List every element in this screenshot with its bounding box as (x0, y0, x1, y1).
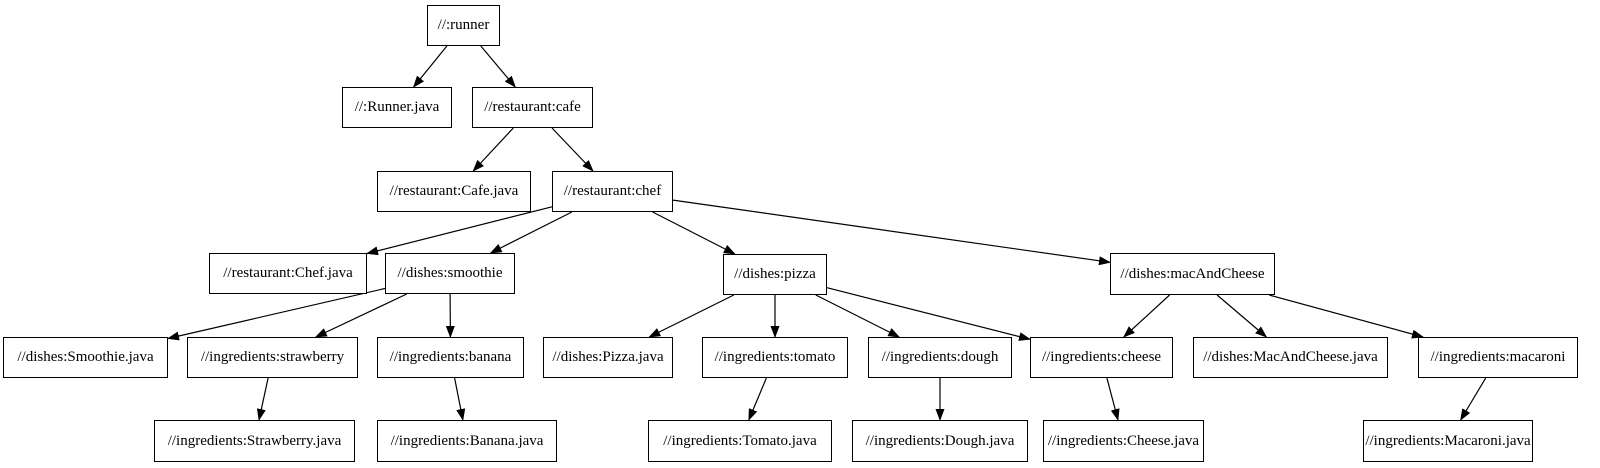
edge-cafe-to-cafe-java (472, 127, 514, 172)
edge-banana-to-banana-java (454, 377, 466, 421)
graph-node-banana-java: //ingredients:Banana.java (377, 420, 557, 462)
edge-group (167, 45, 1487, 421)
graph-node-macaroni: //ingredients:macaroni (1418, 337, 1578, 378)
graph-node-cafe-java: //restaurant:Cafe.java (377, 171, 531, 212)
edge-smoothie-to-smoothie-java (167, 287, 386, 341)
edge-cafe-to-chef (551, 127, 594, 172)
edge-chef-to-mac-and-cheese (672, 199, 1111, 266)
edge-mac-and-cheese-to-macaroni (1269, 294, 1424, 339)
graph-node-dough-java: //ingredients:Dough.java (852, 420, 1028, 462)
edge-macaroni-to-macaroni-java (1460, 377, 1487, 421)
graph-node-strawberry: //ingredients:strawberry (187, 337, 358, 378)
graph-node-runner: //:runner (427, 5, 500, 46)
edge-chef-to-smoothie (489, 211, 573, 254)
graph-node-tomato-java: //ingredients:Tomato.java (648, 420, 832, 462)
graph-node-runner-java: //:Runner.java (342, 87, 452, 128)
edge-runner-to-cafe (480, 45, 516, 88)
edge-pizza-to-pizza-java (648, 294, 735, 338)
graph-node-cafe: //restaurant:cafe (472, 87, 593, 128)
graph-node-chef: //restaurant:chef (552, 171, 673, 212)
edge-tomato-to-tomato-java (748, 377, 767, 421)
graph-node-macaroni-java: //ingredients:Macaroni.java (1363, 420, 1533, 462)
graph-node-banana: //ingredients:banana (377, 337, 524, 378)
graph-node-pizza-java: //dishes:Pizza.java (543, 337, 673, 378)
edge-smoothie-to-strawberry (314, 293, 407, 338)
graph-node-tomato: //ingredients:tomato (702, 337, 848, 378)
graph-node-smoothie: //dishes:smoothie (385, 253, 515, 294)
graph-node-strawberry-java: //ingredients:Strawberry.java (154, 420, 355, 462)
graph-node-pizza: //dishes:pizza (723, 254, 827, 295)
graph-node-smoothie-java: //dishes:Smoothie.java (3, 337, 168, 378)
edge-runner-to-runner-java (412, 45, 448, 88)
edge-mac-and-cheese-to-mac-and-cheese-java (1216, 294, 1268, 338)
edge-mac-and-cheese-to-cheese (1123, 294, 1171, 338)
edge-pizza-to-dough (815, 294, 901, 338)
edge-strawberry-to-strawberry-java (256, 377, 269, 421)
edge-cheese-to-cheese-java (1106, 377, 1120, 421)
graph-node-cheese-java: //ingredients:Cheese.java (1043, 420, 1204, 462)
graph-node-cheese: //ingredients:cheese (1030, 337, 1173, 378)
graph-node-chef-java: //restaurant:Chef.java (209, 253, 367, 294)
graph-node-dough: //ingredients:dough (868, 337, 1012, 378)
edge-chef-to-chef-java (366, 206, 553, 256)
edge-pizza-to-cheese (826, 287, 1031, 341)
graph-node-mac-and-cheese: //dishes:macAndCheese (1110, 253, 1275, 295)
edge-chef-to-pizza (652, 211, 736, 255)
graph-node-mac-and-cheese-java: //dishes:MacAndCheese.java (1193, 337, 1388, 378)
